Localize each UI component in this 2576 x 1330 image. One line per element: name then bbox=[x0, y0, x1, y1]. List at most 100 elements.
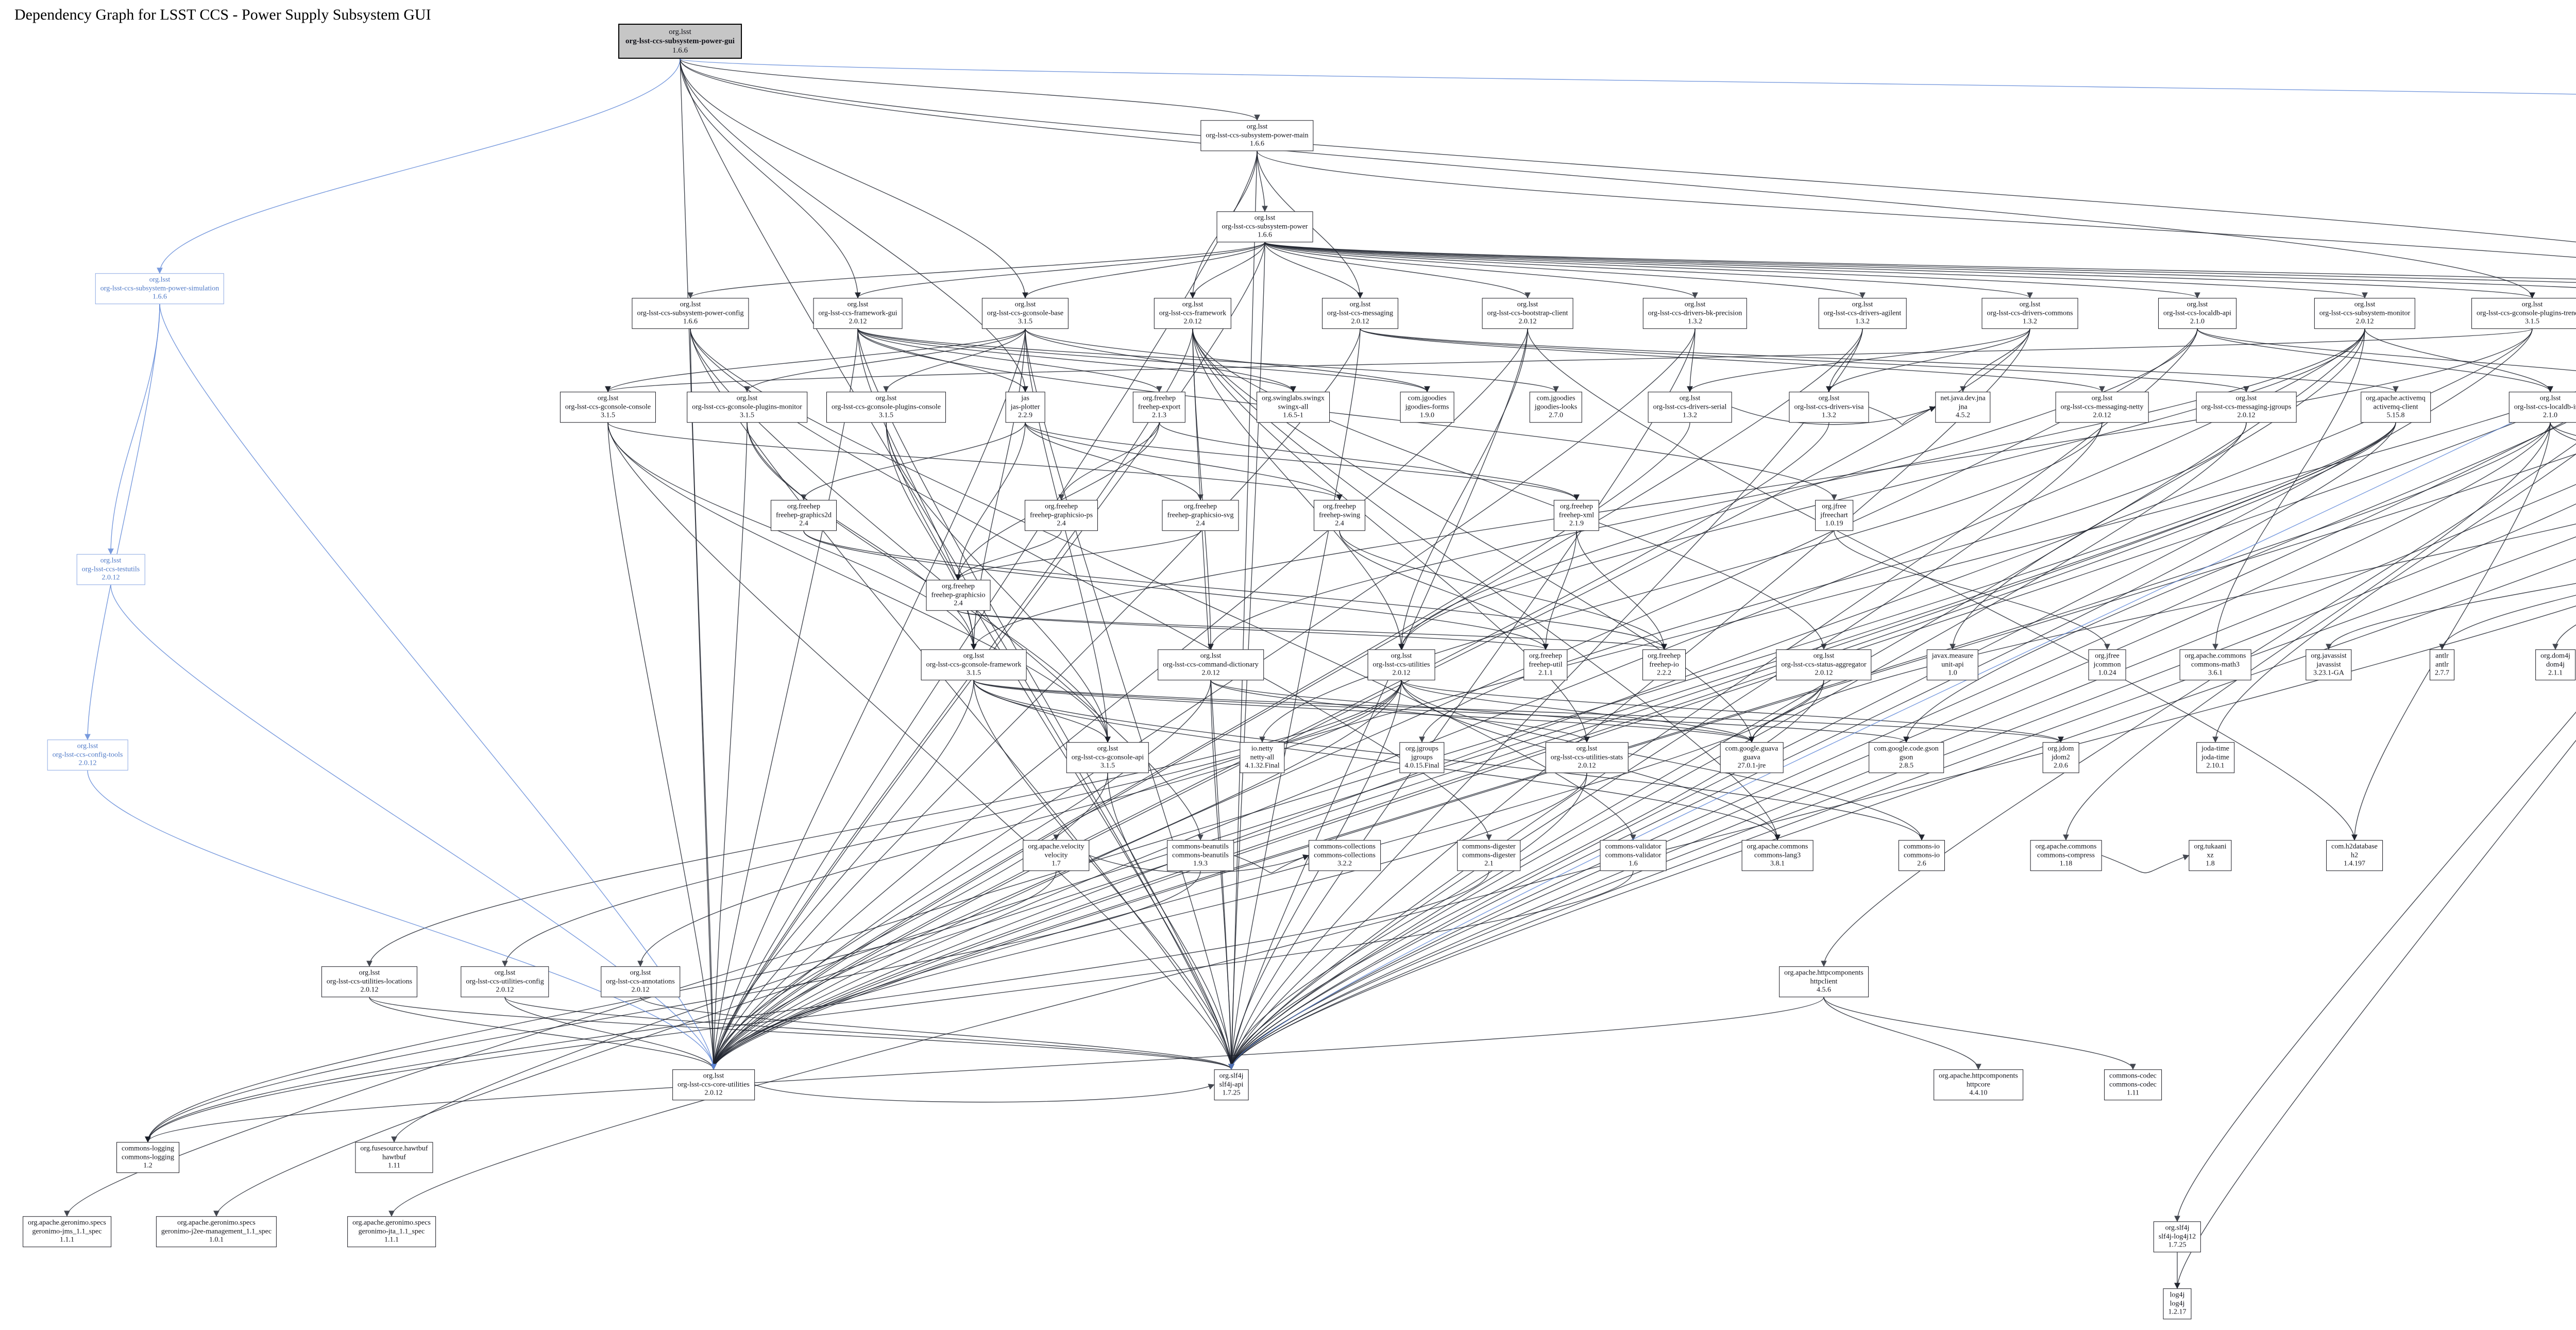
node-version: 1.0.24 bbox=[2098, 669, 2116, 677]
node-group-id: org.lsst bbox=[1182, 300, 1204, 309]
dependency-edge bbox=[1398, 328, 1528, 650]
node-version: 3.1.5 bbox=[966, 669, 981, 677]
dependency-edge bbox=[637, 680, 1402, 967]
dependency-edge bbox=[2364, 328, 2553, 393]
node-artifact-id: org-lsst-ccs-subsystem-power bbox=[1222, 222, 1308, 230]
dependency-edge bbox=[1228, 328, 1361, 1070]
dependency-edge-optional bbox=[680, 58, 2576, 95]
node-version: 2.0.12 bbox=[631, 986, 650, 994]
dependency-edge bbox=[1264, 242, 1363, 299]
node-group-id: com.google.code.gson bbox=[1874, 745, 1939, 753]
node-group-id: org.lsst bbox=[847, 300, 869, 309]
dependency-edge bbox=[607, 422, 977, 650]
node-artifact-id: commons-collections bbox=[1314, 851, 1376, 859]
dependency-edge bbox=[883, 328, 1026, 393]
dependency-edge bbox=[1192, 328, 1404, 650]
dependency-edge bbox=[1192, 328, 1781, 841]
dependency-edge bbox=[1869, 406, 1936, 425]
node-artifact-id: freehep-xml bbox=[1558, 511, 1595, 519]
dependency-edge bbox=[1259, 422, 2103, 743]
node-group-id: org.jfree bbox=[2095, 652, 2120, 660]
dependency-edge bbox=[955, 530, 1201, 581]
node-version: 1.7.25 bbox=[2168, 1241, 2187, 1249]
node-group-id: org.lsst bbox=[736, 394, 758, 402]
dependency-edge bbox=[2351, 422, 2551, 841]
node-artifact-id: jdom2 bbox=[2052, 753, 2070, 761]
node-artifact-id: org-lsst-ccs-framework-gui bbox=[818, 309, 897, 317]
node-group-id: org.fusesource.hawtbuf bbox=[360, 1144, 428, 1153]
node-artifact-id: org-lsst-ccs-annotations bbox=[606, 977, 675, 985]
node-version: 2.0.12 bbox=[496, 986, 514, 994]
node-group-id: org.lsst bbox=[2187, 300, 2208, 309]
dependency-edge bbox=[1025, 328, 1430, 393]
node-artifact-id: org-lsst-ccs-utilities-locations bbox=[326, 977, 413, 985]
dependency-edge bbox=[145, 870, 1489, 1143]
node-version: 1.0.19 bbox=[1825, 519, 1843, 528]
dependency-edge bbox=[680, 58, 2576, 243]
node-artifact-id: org-lsst-ccs-drivers-agilent bbox=[1823, 309, 1902, 317]
dependency-edge bbox=[2439, 595, 2576, 650]
node-artifact-id: org-lsst-ccs-utilities bbox=[1372, 660, 1430, 668]
node-group-id: org.lsst bbox=[1852, 300, 1873, 309]
node-group-id: org.apache.velocity bbox=[1028, 843, 1084, 851]
dependency-edge bbox=[1823, 997, 2136, 1070]
dependency-edge bbox=[1192, 328, 1755, 743]
dependency-edge bbox=[690, 328, 1234, 1070]
node-version: 2.10.1 bbox=[2206, 762, 2225, 770]
node-group-id: org.freehep bbox=[1648, 652, 1681, 660]
node-version: 2.0.12 bbox=[78, 759, 97, 767]
node-version: 1.6.5-1 bbox=[1283, 411, 1303, 419]
dependency-edge bbox=[2326, 583, 2576, 650]
dependency-edge bbox=[886, 422, 1234, 1070]
dependency-edge-optional bbox=[87, 770, 717, 1070]
node-version: 3.1.5 bbox=[600, 411, 615, 419]
dependency-edge bbox=[973, 680, 1234, 1070]
node-artifact-id: jgroups bbox=[1411, 753, 1433, 761]
node-artifact-id: freehep-export bbox=[1138, 402, 1181, 411]
node-group-id: org.lsst bbox=[2091, 394, 2113, 402]
node-group-id: org.lsst bbox=[359, 969, 380, 977]
dependency-edge bbox=[710, 328, 1528, 1070]
node-group-id: jas bbox=[1021, 394, 1029, 402]
node-artifact-id: jfreechart bbox=[1820, 511, 1848, 519]
node-artifact-id: org-lsst-ccs-gconsole-framework bbox=[926, 660, 1022, 668]
dependency-edge bbox=[710, 772, 1587, 1070]
dependency-edge bbox=[1228, 484, 2576, 1070]
dependency-edge bbox=[1264, 242, 2200, 299]
node-version: 1.2.17 bbox=[2168, 1308, 2187, 1316]
node-artifact-id: jgoodies-forms bbox=[1405, 402, 1449, 411]
node-artifact-id: org-lsst-ccs-gconsole-plugins-monitor bbox=[692, 402, 802, 411]
node-artifact-id: org-lsst-ccs-gconsole-api bbox=[1071, 753, 1144, 761]
node-version: 2.4 bbox=[1057, 519, 1066, 528]
dependency-edge bbox=[710, 328, 2533, 1070]
node-group-id: org.lsst bbox=[1813, 652, 1835, 660]
dependency-edge bbox=[886, 422, 1111, 743]
node-artifact-id: org-lsst-ccs-subsystem-power-simulation bbox=[100, 284, 219, 292]
dependency-edge bbox=[145, 870, 1201, 1143]
